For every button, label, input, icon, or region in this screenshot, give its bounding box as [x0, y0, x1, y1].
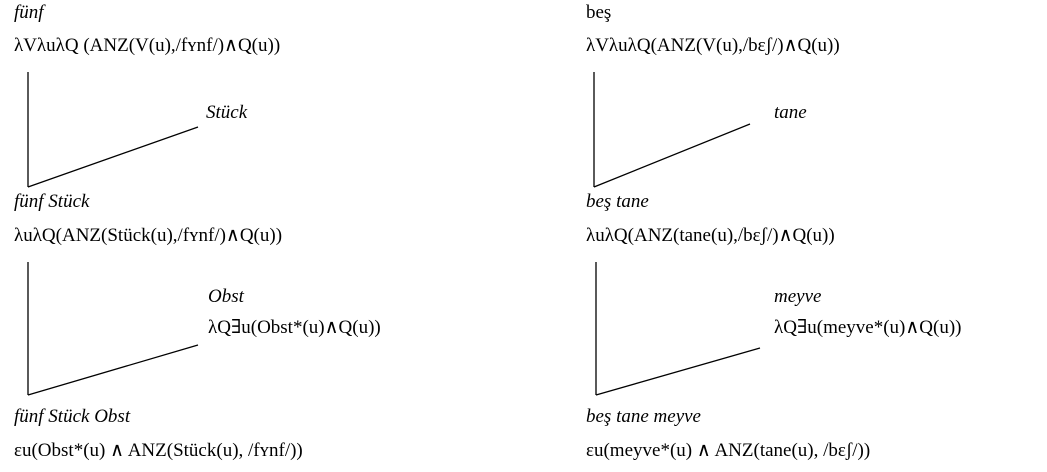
right-mid-formula: λuλQ(ANZ(tane(u),/bɛʃ/)∧Q(u))	[586, 225, 835, 246]
right-bottom-word: beş tane meyve	[586, 406, 701, 427]
right-bottom-formula: εu(meyve*(u) ∧ ANZ(tane(u), /bɛʃ/))	[586, 440, 871, 461]
left-upper-diagonal-line	[27, 126, 199, 188]
right-arg2-formula: λQ∃u(meyve*(u)∧Q(u))	[774, 317, 962, 338]
right-top-word: beş	[586, 2, 612, 23]
right-lower-diagonal-line	[595, 347, 761, 396]
left-bottom-formula: εu(Obst*(u) ∧ ANZ(Stück(u), /fʏnf/))	[14, 440, 303, 461]
right-mid-word: beş tane	[586, 191, 649, 212]
right-arg2-word: meyve	[774, 286, 822, 307]
left-lower-diagonal-line	[27, 344, 199, 396]
right-arg1-word: tane	[774, 102, 807, 123]
left-arg2-word: Obst	[208, 286, 244, 307]
left-bottom-word: fünf Stück Obst	[14, 406, 131, 427]
left-top-formula: λVλuλQ (ANZ(V(u),/fʏnf/)∧Q(u))	[14, 35, 281, 56]
left-mid-word: fünf Stück	[14, 191, 90, 212]
right-upper-diagonal-line	[593, 123, 751, 188]
left-arg2-formula: λQ∃u(Obst*(u)∧Q(u))	[208, 317, 381, 338]
left-arg1-word: Stück	[206, 102, 248, 123]
left-mid-formula: λuλQ(ANZ(Stück(u),/fʏnf/)∧Q(u))	[14, 225, 283, 246]
left-top-word: fünf	[14, 2, 44, 23]
right-top-formula: λVλuλQ(ANZ(V(u),/bɛʃ/)∧Q(u))	[586, 35, 840, 56]
